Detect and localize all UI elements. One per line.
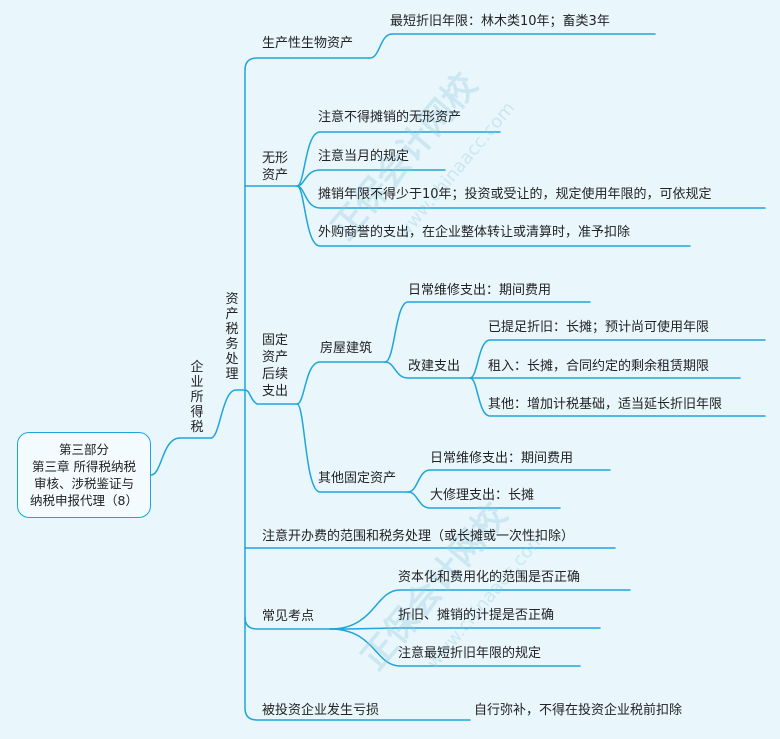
node-investee-loss-child[interactable]: 自行弥补，不得在投资企业税前扣除: [474, 703, 683, 718]
node-building-improvement[interactable]: 改建支出: [408, 359, 461, 374]
node-intangible-child-4[interactable]: 外购商誉的支出，在企业整体转让或清算时，准予扣除: [318, 225, 631, 240]
root-line-4: 纳税申报代理（8）: [30, 493, 138, 508]
node-improvement-child-1[interactable]: 已提足折旧：长摊；预计尚可使用年限: [488, 320, 710, 335]
node-exam-child-2[interactable]: 折旧、摊销的计提是否正确: [398, 608, 555, 623]
root-line-3: 审核、涉税鉴证与: [33, 476, 134, 491]
node-common-exam-points[interactable]: 常见考点: [262, 609, 315, 624]
root-line-1: 第三部分: [58, 442, 109, 457]
node-improvement-child-3[interactable]: 其他：增加计税基础，适当延长折旧年限: [488, 397, 723, 412]
node-bio-min-depreciation[interactable]: 最短折旧年限：林木类10年；畜类3年: [390, 14, 610, 29]
node-other-daily-repair[interactable]: 日常维修支出：期间费用: [430, 451, 574, 466]
node-biological-assets[interactable]: 生产性生物资产: [262, 36, 354, 51]
root-node[interactable]: 第三部分 第三章 所得税纳税 审核、涉税鉴证与 纳税申报代理（8）: [17, 432, 151, 518]
node-intangible-child-1[interactable]: 注意不得摊销的无形资产: [318, 110, 462, 125]
node-building-daily-repair[interactable]: 日常维修支出：期间费用: [408, 283, 552, 298]
node-improvement-child-2[interactable]: 租入：长摊，合同约定的剩余租赁期限: [488, 359, 710, 374]
node-other-major-repair[interactable]: 大修理支出：长摊: [430, 488, 535, 503]
node-intangible-assets[interactable]: 无形资产: [262, 151, 289, 183]
node-exam-child-1[interactable]: 资本化和费用化的范围是否正确: [398, 570, 581, 585]
node-enterprise-income-tax[interactable]: 企业所得税: [190, 360, 204, 435]
node-building[interactable]: 房屋建筑: [320, 341, 373, 356]
node-investee-loss[interactable]: 被投资企业发生亏损: [262, 703, 380, 718]
node-other-fixed-assets[interactable]: 其他固定资产: [318, 471, 397, 486]
root-line-2: 第三章 所得税纳税: [32, 459, 136, 474]
node-intangible-child-3[interactable]: 摊销年限不得少于10年；投资或受让的，规定使用年限的，可依规定: [318, 187, 712, 202]
node-intangible-child-2[interactable]: 注意当月的规定: [318, 149, 410, 164]
node-asset-tax-treatment[interactable]: 资产税务处理: [225, 292, 239, 382]
node-startup-costs[interactable]: 注意开办费的范围和税务处理（或长摊或一次性扣除）: [262, 529, 575, 544]
node-fixed-asset-subsequent[interactable]: 固定资产后续支出: [262, 333, 289, 399]
node-exam-child-3[interactable]: 注意最短折旧年限的规定: [398, 646, 542, 661]
